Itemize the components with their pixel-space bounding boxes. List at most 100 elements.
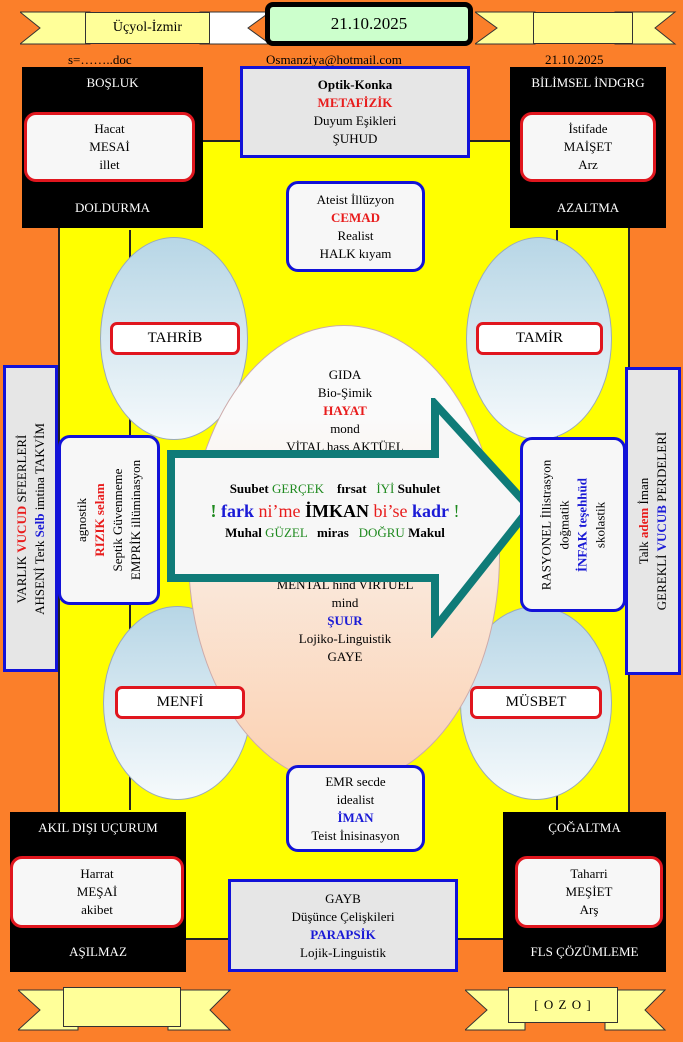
- arrow-word: kadr: [411, 501, 449, 521]
- center-line: ŞUUR: [327, 613, 363, 628]
- corner-line: MEŞAİ: [76, 884, 118, 899]
- arrow-word: GERÇEK: [271, 481, 324, 496]
- corner-line: İstifade: [568, 121, 608, 136]
- arrow-word: Muhal: [225, 525, 262, 540]
- box-line: PARAPSİK: [310, 926, 376, 942]
- corner-line: MEŞİET: [565, 884, 613, 899]
- center-line: mond: [330, 421, 360, 436]
- box-line: Teist İnisinasyon: [311, 827, 400, 843]
- box-line: EMPRİK illüminasyon: [128, 459, 144, 581]
- box-line: Lojik-Linguistik: [300, 944, 386, 960]
- corner-line: Arz: [578, 157, 598, 172]
- box-line: İNFAK teşehhüd: [574, 477, 590, 572]
- corner-title: BİLİMSEL İNDGRG: [531, 75, 645, 90]
- location-label: Üçyol-İzmir: [85, 12, 210, 44]
- arrow-word: Suubet: [229, 481, 269, 496]
- corner-line: Taharri: [570, 866, 608, 881]
- box-line: doğmatik: [556, 499, 572, 550]
- label-menfi: MENFİ: [115, 686, 245, 719]
- corner-title: AKIL DIŞI UÇURUM: [38, 820, 158, 835]
- center-line: HAYAT: [323, 403, 367, 418]
- box-line: Septik Güvenmeme: [110, 468, 126, 572]
- arrow-word: fırsat: [336, 481, 367, 496]
- box-line: idealist: [336, 791, 375, 807]
- corner-footer: FLS ÇÖZÜMLEME: [530, 944, 639, 959]
- box-line: HALK kıyam: [319, 245, 392, 261]
- date-small: 21.10.2025: [545, 52, 604, 67]
- arrow-text: Suubet GERÇEK fırsat İYİ Suhulet ! fark …: [180, 478, 490, 544]
- corner-title: ÇOĞALTMA: [548, 820, 621, 835]
- arrow-word: bi’se: [373, 501, 408, 521]
- side-word: Talk: [636, 541, 651, 565]
- side-word: adem: [636, 507, 651, 539]
- center-line: Lojiko-Linguistik: [298, 631, 392, 646]
- box-line: EMR secde: [325, 773, 386, 789]
- side-word: SFEERLERİ: [13, 434, 29, 503]
- center-line: Bio-Şimik: [317, 385, 373, 400]
- footer-blank-label: [63, 987, 181, 1027]
- label-tahrib: TAHRİB: [110, 322, 240, 355]
- ribbon-right-blank: [533, 12, 633, 44]
- corner-line: illet: [99, 157, 120, 172]
- box-line: Ateist İllüzyon: [316, 191, 395, 207]
- side-word: imtina TAKVİM: [31, 422, 47, 510]
- center-line: mind: [331, 595, 359, 610]
- box-line: RASYONEL İllistrasyon: [538, 459, 554, 590]
- arrow-word: !: [453, 501, 460, 521]
- corner-footer: DOLDURMA: [74, 200, 151, 215]
- box-line: CEMAD: [330, 209, 381, 225]
- arrow-word: Makul: [408, 525, 445, 540]
- date-box: 21.10.2025: [265, 2, 473, 46]
- arrow-word: GÜZEL: [265, 525, 308, 540]
- arrow-word: İYİ: [376, 481, 395, 496]
- arrow-word: DOĞRU: [358, 525, 405, 540]
- side-word: VARLIK: [13, 555, 29, 603]
- corner-line: Arş: [579, 902, 599, 917]
- side-word: VUCUB: [654, 505, 669, 552]
- label-musbet: MÜSBET: [470, 686, 602, 719]
- center-line: GAYE: [327, 649, 363, 664]
- box-line: GAYB: [325, 890, 361, 906]
- corner-line: MAİŞET: [563, 139, 613, 154]
- side-word: PERDELERİ: [654, 431, 669, 502]
- box-line: Realist: [337, 227, 374, 243]
- corner-footer: AŞILMAZ: [69, 944, 127, 959]
- side-word: Selb: [31, 513, 47, 537]
- corner-footer: AZALTMA: [556, 200, 620, 215]
- box-line: ŞUHUD: [332, 131, 378, 146]
- box-line: Duyum Eşikleri: [313, 113, 397, 128]
- arrow-right-icon: [167, 398, 536, 638]
- right-side-box: Talk adem İman GEREKLİ VUCUB PERDELERİ: [625, 367, 681, 675]
- box-line: Düşünce Çelişkileri: [291, 908, 395, 924]
- email-label: Osmanziya@hotmail.com: [266, 52, 402, 67]
- arrow-word: Suhulet: [397, 481, 441, 496]
- footer-ozo-label: [ O Z O ]: [508, 987, 618, 1023]
- box-line: Optik-Konka: [317, 77, 393, 92]
- center-line: GIDA: [328, 367, 362, 382]
- arrow-word: !: [210, 501, 217, 521]
- side-word: AHSENİ Terk: [31, 540, 47, 615]
- label-tamir: TAMİR: [476, 322, 603, 355]
- corner-line: Hacat: [94, 121, 125, 136]
- box-line: METAFİZİK: [317, 95, 393, 110]
- corner-line: akibet: [81, 902, 113, 917]
- box-line: skolastik: [592, 501, 608, 548]
- corner-line: MESAİ: [89, 139, 130, 154]
- box-line: RIZIK selam: [92, 483, 108, 557]
- side-word: GEREKLİ: [654, 554, 669, 611]
- box-line: agnostik: [74, 497, 90, 543]
- side-word: İman: [636, 477, 651, 505]
